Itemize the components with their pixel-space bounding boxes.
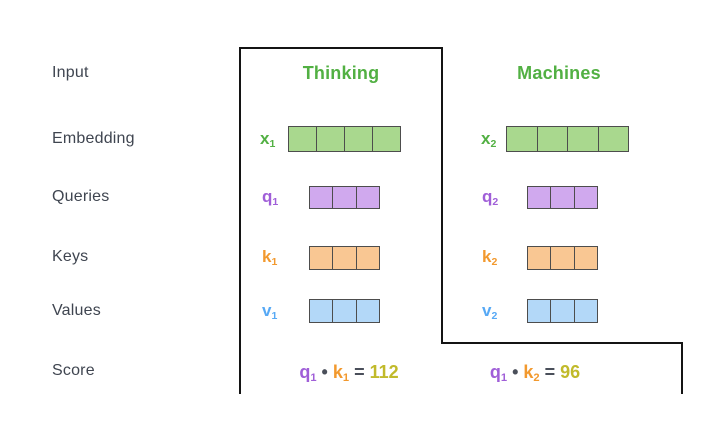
label-subscript: 2 — [491, 255, 498, 268]
score-expression-q1k2: q1•k2=96 — [435, 360, 635, 384]
vector-cell — [550, 247, 573, 269]
vector-cell — [567, 127, 598, 151]
vector-cell — [550, 187, 573, 208]
row-label-values: Values — [52, 302, 101, 319]
vector-cell — [332, 300, 355, 322]
dot-operator: • — [512, 362, 519, 382]
label-base: k — [482, 247, 492, 266]
row-label-queries: Queries — [52, 188, 110, 205]
label-subscript: 1 — [271, 309, 278, 322]
embedding-vector-x2 — [506, 126, 629, 152]
score-k-term: k2 — [523, 362, 540, 385]
label-base: x — [481, 129, 491, 148]
query-vector-q2 — [527, 186, 598, 209]
vector-cell — [507, 127, 537, 151]
vector-cell — [310, 247, 332, 269]
vector-cell — [528, 247, 550, 269]
vector-cell — [316, 127, 344, 151]
key-label-k2: k2 — [482, 246, 497, 268]
vector-cell — [573, 187, 597, 208]
query-label-q1: q1 — [262, 186, 278, 208]
vector-cell — [550, 300, 573, 322]
row-label-embedding: Embedding — [52, 130, 135, 147]
score-k-term: k1 — [332, 362, 350, 385]
vector-cell — [573, 300, 597, 322]
vector-cell — [310, 300, 332, 322]
row-label-score: Score — [52, 362, 95, 379]
score-expression-q1k1: q1•k1=112 — [249, 360, 449, 384]
label-base: k — [262, 247, 272, 266]
value-label-v2: v2 — [482, 300, 497, 322]
vector-cell — [289, 127, 316, 151]
score-result: 96 — [560, 362, 581, 382]
vector-cell — [332, 247, 355, 269]
label-base: x — [260, 129, 270, 148]
label-base: q — [262, 187, 273, 206]
label-subscript: 1 — [272, 195, 279, 208]
label-subscript: 2 — [491, 309, 498, 322]
vector-cell — [332, 187, 355, 208]
key-vector-k2 — [527, 246, 598, 270]
score-q-term: q1 — [489, 362, 508, 385]
key-label-k1: k1 — [262, 246, 277, 268]
label-subscript: 1 — [271, 255, 278, 268]
embedding-label-x2: x2 — [481, 128, 496, 150]
label-subscript: 2 — [490, 137, 497, 150]
vector-cell — [344, 127, 372, 151]
score-q-term: q1 — [299, 362, 317, 385]
vector-cell — [573, 247, 597, 269]
label-subscript: 2 — [492, 195, 499, 208]
query-vector-q1 — [309, 186, 380, 209]
vector-cell — [528, 187, 550, 208]
embedding-vector-x1 — [288, 126, 401, 152]
score-result: 112 — [369, 362, 399, 382]
vector-cell — [372, 127, 400, 151]
dot-operator: • — [321, 362, 328, 382]
query-label-q2: q2 — [482, 186, 498, 208]
equals-sign: = — [544, 362, 556, 382]
vector-cell — [310, 187, 332, 208]
vector-cell — [528, 300, 550, 322]
row-label-keys: Keys — [52, 248, 89, 265]
label-base: v — [262, 301, 272, 320]
vector-cell — [536, 127, 568, 151]
column-header-machines: Machines — [517, 63, 601, 83]
value-vector-v2 — [527, 299, 598, 323]
label-base: v — [482, 301, 492, 320]
value-label-v1: v1 — [262, 300, 277, 322]
key-vector-k1 — [309, 246, 380, 270]
label-subscript: 1 — [269, 137, 276, 150]
vector-cell — [355, 300, 379, 322]
equals-sign: = — [354, 362, 365, 382]
vector-cell — [355, 247, 379, 269]
column-header-thinking: Thinking — [302, 63, 380, 83]
value-vector-v1 — [309, 299, 380, 323]
vector-cell — [597, 127, 629, 151]
embedding-label-x1: x1 — [260, 128, 275, 150]
label-base: q — [482, 187, 493, 206]
row-label-input: Input — [52, 64, 89, 81]
vector-cell — [355, 187, 379, 208]
